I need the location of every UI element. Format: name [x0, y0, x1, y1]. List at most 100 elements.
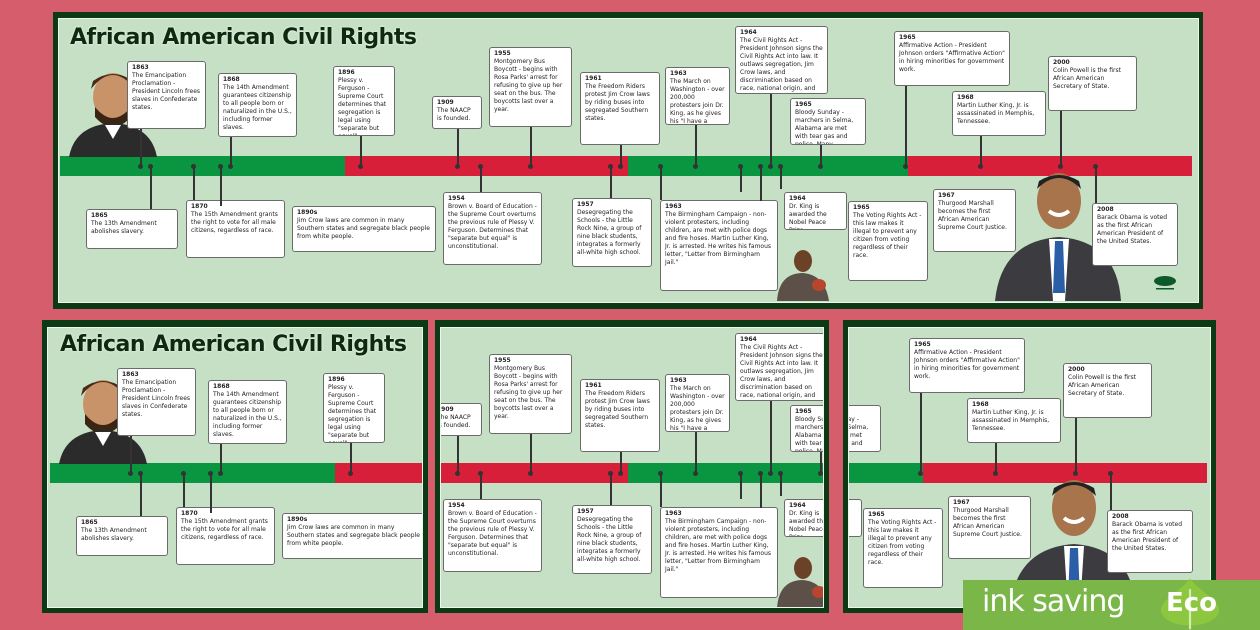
- event-text: Jim Crow laws are common in many Souther…: [287, 524, 420, 547]
- event-year: 1955: [494, 357, 511, 364]
- timeline-marker: [758, 164, 763, 169]
- event-year: 1967: [938, 192, 955, 199]
- timeline-connector: [980, 136, 982, 166]
- event-year: 1963: [670, 377, 687, 384]
- event-text: The March on Washington - over 200,000 p…: [670, 385, 725, 432]
- event-text: The Birmingham Campaign - non-violent pr…: [665, 211, 772, 266]
- timeline-marker: [693, 164, 698, 169]
- event-text: Bloody Sunday - marchers in Selma, Alaba…: [795, 109, 854, 145]
- timeline-marker: [455, 471, 460, 476]
- event-text: Thurgood Marshall becomes the first Afri…: [938, 200, 1007, 231]
- event-text: Brown v. Board of Education - the Suprem…: [448, 203, 537, 250]
- event-year: 1896: [338, 69, 355, 76]
- timeline-marker: [218, 471, 223, 476]
- lincoln-portrait: [69, 73, 157, 157]
- lincoln-portrait: [59, 380, 147, 464]
- event-year: 1964: [789, 502, 806, 509]
- event-year: 1964: [849, 502, 857, 510]
- event-text: Plessy v. Ferguson - Supreme Court deter…: [328, 384, 377, 442]
- timeline-marker: [778, 164, 783, 169]
- timeline-connector: [230, 137, 232, 166]
- timeline-connector: [760, 473, 762, 508]
- timeline-bar-segment: [50, 463, 335, 483]
- timeline-connector: [150, 166, 152, 209]
- timeline-connector: [183, 473, 185, 507]
- timeline-marker: [618, 471, 623, 476]
- timeline-marker: [1093, 164, 1098, 169]
- timeline-marker: [608, 471, 613, 476]
- event-text: The Emancipation Proclamation - Presiden…: [122, 379, 191, 418]
- timeline-marker: [208, 471, 213, 476]
- event-year: 1954: [448, 195, 465, 202]
- event-text: Thurgood Marshall becomes the first Afri…: [953, 507, 1022, 538]
- timeline-marker: [128, 471, 133, 476]
- timeline-marker: [181, 471, 186, 476]
- mlk-portrait: [777, 557, 823, 607]
- event-year: 1965: [795, 101, 812, 108]
- timeline-connector: [620, 452, 622, 473]
- event-text: Bloody Sunday - marchers in Selma, Alaba…: [849, 416, 869, 447]
- timeline-bar-segment: [335, 463, 422, 483]
- timeline-connector: [1060, 111, 1062, 166]
- event-text: Affirmative Action - President Johnson o…: [899, 42, 1005, 73]
- timeline-connector: [740, 473, 742, 499]
- event-year: 1955: [494, 50, 511, 57]
- event-year: 1963: [670, 70, 687, 77]
- timeline-marker: [918, 471, 923, 476]
- timeline-marker: [758, 471, 763, 476]
- timeline-marker: [528, 164, 533, 169]
- timeline-marker: [1073, 471, 1078, 476]
- event-text: The 13th Amendment abolishes slavery.: [81, 527, 147, 542]
- event-year: 1870: [181, 510, 198, 517]
- timeline-marker: [978, 164, 983, 169]
- event-text: Barack Obama is voted as the first Afric…: [1112, 521, 1183, 552]
- event-text: The Civil Rights Act - President Johnson…: [740, 344, 823, 399]
- event-text: The NAACP is founded.: [437, 107, 471, 122]
- event-year: 1863: [122, 371, 139, 378]
- event-year: 1868: [213, 383, 230, 390]
- event-year: 1963: [665, 510, 682, 517]
- timeline-connector: [920, 393, 922, 473]
- timeline-bar-segment: [345, 156, 628, 176]
- timeline-marker: [608, 164, 613, 169]
- timeline-connector: [480, 473, 482, 499]
- timeline-connector: [530, 434, 532, 473]
- timeline-connector: [220, 166, 222, 206]
- mlk-portrait: [777, 250, 829, 301]
- timeline-marker: [778, 471, 783, 476]
- event-year: 1965: [868, 511, 885, 518]
- timeline-connector: [350, 443, 352, 473]
- event-year: 1964: [789, 195, 806, 202]
- event-text: The Freedom Riders protest Jim Crow laws…: [585, 83, 650, 122]
- timeline-connector: [130, 436, 132, 473]
- event-text: Desegregating the Schools - the Little R…: [577, 209, 642, 256]
- timeline-connector: [740, 166, 742, 192]
- timeline-marker: [618, 164, 623, 169]
- event-text: The Birmingham Campaign - non-violent pr…: [665, 518, 772, 573]
- event-year: 1865: [91, 212, 108, 219]
- event-text: Desegregating the Schools - the Little R…: [577, 516, 642, 563]
- timeline-marker: [738, 471, 743, 476]
